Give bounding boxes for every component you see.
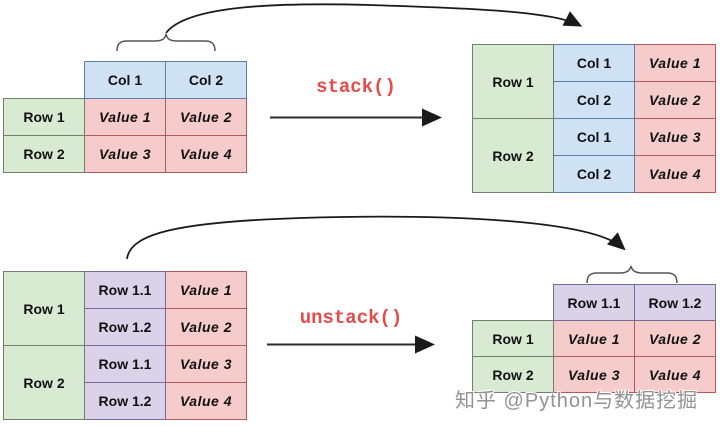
value-cell: Value 3	[84, 135, 166, 173]
sub-header-cell: Col 1	[553, 44, 635, 82]
value-cell: Value 2	[165, 98, 247, 136]
value-cell: Value 1	[553, 320, 635, 357]
unstack-function-label: unstack()	[299, 307, 403, 329]
curved-arrow-top-icon	[165, 3, 583, 34]
value-cell: Value 2	[634, 81, 716, 119]
sub-header-cell: Col 1	[553, 118, 635, 156]
sub-header-cell: Row 1.2	[84, 308, 166, 346]
table-bottom-wide: Row 1.1 Row 1.2 Row 1 Value 1 Value 2 Ro…	[472, 284, 716, 393]
table-top-stacked: Row 1 Col 1 Value 1 Col 2 Value 2 Row 2 …	[472, 44, 716, 193]
table-top-wide: Col 1 Col 2 Row 1 Value 1 Value 2 Row 2 …	[3, 61, 247, 173]
value-cell: Value 1	[165, 271, 247, 309]
value-cell: Value 4	[634, 155, 716, 193]
row-header-cell: Row 2	[3, 135, 85, 173]
sub-header-cell: Row 1.2	[84, 382, 166, 420]
empty-corner-cell	[4, 62, 85, 99]
value-cell: Value 4	[165, 382, 247, 420]
row-header-cell: Row 1	[472, 320, 554, 357]
sub-header-cell: Row 1.1	[84, 271, 166, 309]
row-header-cell: Row 2	[3, 345, 85, 420]
sub-header-cell: Col 2	[553, 155, 635, 193]
value-cell: Value 1	[634, 44, 716, 82]
curved-arrow-bottom-icon	[126, 215, 626, 260]
value-cell: Value 3	[165, 345, 247, 383]
value-cell: Value 3	[634, 118, 716, 156]
row-header-cell: Row 1	[3, 98, 85, 136]
row-header-cell: Row 2	[472, 356, 554, 393]
watermark-text: 知乎 @Python与数据挖掘	[455, 390, 699, 412]
table-bottom-stacked: Row 1 Row 1.1 Value 1 Row 1.2 Value 2 Ro…	[3, 271, 247, 420]
empty-corner-cell	[473, 285, 554, 321]
row-header-cell: Row 2	[472, 118, 554, 193]
stack-function-label: stack()	[316, 76, 396, 98]
sub-header-cell: Col 2	[553, 81, 635, 119]
value-cell: Value 1	[84, 98, 166, 136]
row-header-cell: Row 1	[472, 44, 554, 119]
value-cell: Value 2	[634, 320, 716, 357]
row-header-cell: Row 1	[3, 271, 85, 346]
col-header-cell: Col 1	[84, 61, 166, 99]
brace-bottom-icon	[586, 265, 678, 284]
value-cell: Value 2	[165, 308, 247, 346]
brace-top-icon	[116, 33, 216, 52]
value-cell: Value 4	[634, 356, 716, 393]
col-header-cell: Col 2	[165, 61, 247, 99]
col-header-cell: Row 1.2	[634, 284, 716, 321]
value-cell: Value 4	[165, 135, 247, 173]
sub-header-cell: Row 1.1	[84, 345, 166, 383]
col-header-cell: Row 1.1	[553, 284, 635, 321]
